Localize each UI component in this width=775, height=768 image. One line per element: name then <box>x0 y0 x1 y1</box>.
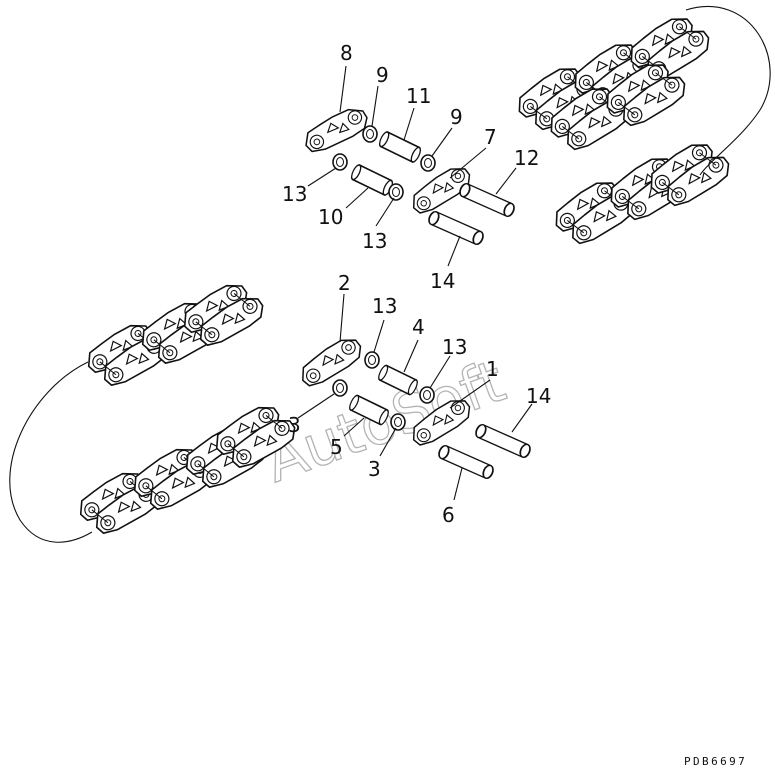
chain-wrap-curve-lower <box>9 361 93 543</box>
part-11-bushing <box>377 129 423 165</box>
callout-10: 10 <box>318 205 343 229</box>
part-9-ring-a <box>362 125 378 143</box>
part-10-bushing <box>349 162 395 198</box>
callout-11: 11 <box>406 84 431 108</box>
part-3-ring-b <box>390 413 406 431</box>
callout-6: 6 <box>442 503 455 527</box>
callout-2: 2 <box>338 271 351 295</box>
callout-13-upper-left: 13 <box>282 182 307 206</box>
callout-12: 12 <box>514 146 539 170</box>
part-13-ring-d <box>419 386 435 404</box>
part-14-pin-upper <box>426 209 486 247</box>
chain-wrap-curve-upper <box>685 5 771 176</box>
part-12-pin <box>457 181 517 219</box>
callout-4: 4 <box>412 315 425 339</box>
part-3-ring-a <box>332 379 348 397</box>
callout-8: 8 <box>340 41 353 65</box>
callout-9-upper-right: 9 <box>450 105 463 129</box>
callout-3-bottom: 3 <box>368 457 381 481</box>
part-13-ring-b <box>388 183 404 201</box>
drawing-code: PDB6697 <box>684 755 747 768</box>
callout-5: 5 <box>330 435 343 459</box>
callout-1: 1 <box>486 357 499 381</box>
callout-13-upper-bottom: 13 <box>362 229 387 253</box>
callout-7: 7 <box>484 125 497 149</box>
callout-3-left: 3 <box>288 413 301 437</box>
callout-13-lower-top: 13 <box>372 294 397 318</box>
part-6-pin <box>436 443 496 481</box>
leader-lines <box>297 65 533 501</box>
part-14-pin-lower <box>473 422 533 460</box>
callout-14-upper: 14 <box>430 269 455 293</box>
part-8-link <box>298 104 373 156</box>
part-9-ring-b <box>420 154 436 172</box>
part-2-link <box>293 333 369 390</box>
callout-labels: 8 9 11 9 7 12 13 10 13 14 2 13 4 13 1 3 … <box>282 41 551 527</box>
callout-9-upper-left: 9 <box>376 63 389 87</box>
callout-13-lower-right: 13 <box>442 335 467 359</box>
upper-right-chain <box>510 5 771 250</box>
callout-14-lower: 14 <box>526 384 551 408</box>
part-13-ring-a <box>332 153 348 171</box>
part-13-ring-c <box>364 351 380 369</box>
lower-left-chain <box>9 276 302 543</box>
